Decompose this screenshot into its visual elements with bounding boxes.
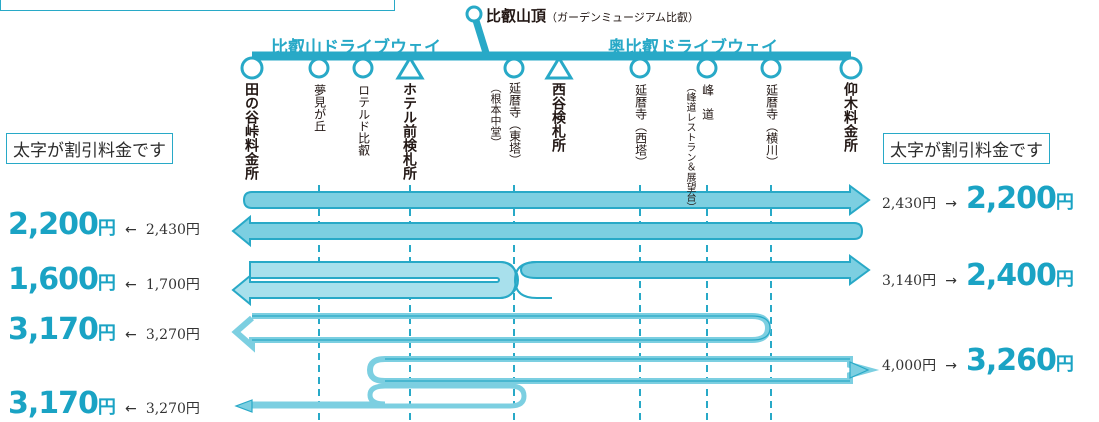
summit-label: 比叡山頂（ガーデンミュージアム比叡） <box>486 5 699 26</box>
station-sub-toto: （根本中堂） <box>489 82 502 148</box>
summit-name: 比叡山頂 <box>486 7 547 25</box>
fare-right-2: 3,140円 → 2,400円 <box>882 258 1074 293</box>
station-label-yumemigaoka: 夢見が丘 <box>312 84 327 132</box>
fare-arrow-4 <box>513 254 871 299</box>
arrow-left-icon: ← <box>125 277 137 293</box>
notice-left: 太字が割引料金です <box>6 133 173 164</box>
station-sub-minemichi: （峰道レストラン＆展望台） <box>684 82 695 212</box>
discount-fare: 3,260 <box>966 343 1057 378</box>
station-node <box>308 57 330 79</box>
station-label-hotel-checkpoint: ホテル前検札所 <box>401 82 417 180</box>
fare-left-4: 3,170円 ← 3,270円 <box>8 386 200 421</box>
summit-sub: （ガーデンミュージアム比叡） <box>546 11 700 24</box>
regular-fare: 2,430円 <box>145 222 200 238</box>
yen-unit: 円 <box>1055 192 1074 213</box>
discount-fare: 2,200 <box>966 181 1057 216</box>
checkpoint-node <box>544 55 574 80</box>
fare-arrow-6 <box>366 356 880 384</box>
regular-fare: 3,140円 <box>882 273 937 289</box>
station-node <box>839 56 863 80</box>
station-node <box>503 57 525 79</box>
yen-unit: 円 <box>1055 354 1074 375</box>
station-node <box>352 57 374 79</box>
arrow-left-icon: ← <box>125 401 137 417</box>
regular-fare: 1,700円 <box>145 277 200 293</box>
yen-unit: 円 <box>97 323 116 344</box>
station-label-nishidani: 西谷検札所 <box>550 82 566 152</box>
discount-fare: 2,400 <box>966 258 1057 293</box>
station-label-lhotel: ロテルド比叡 <box>356 84 371 156</box>
regular-fare: 2,430円 <box>882 196 937 212</box>
arrow-right-icon: → <box>945 196 957 212</box>
station-label-minemichi: 峰 道 <box>700 84 715 120</box>
fare-left-3: 3,170円 ← 3,270円 <box>8 312 200 347</box>
fare-right-3: 4,000円 → 3,260円 <box>882 343 1074 378</box>
discount-fare: 3,170 <box>8 312 99 347</box>
regular-fare: 4,000円 <box>882 358 937 374</box>
fare-arrow-2 <box>231 214 864 248</box>
station-label-toto: 延暦寺（東塔） <box>507 82 522 166</box>
station-node <box>760 57 782 79</box>
fare-right-1: 2,430円 → 2,200円 <box>882 181 1074 216</box>
arrow-right-icon: → <box>945 358 957 374</box>
fare-arrow-1 <box>242 184 871 216</box>
arrow-right-icon: → <box>945 273 957 289</box>
discount-fare: 3,170 <box>8 386 99 421</box>
yen-unit: 円 <box>97 218 116 239</box>
yen-unit: 円 <box>1055 269 1074 290</box>
summit-node <box>465 5 483 23</box>
fare-arrow-5 <box>231 313 772 353</box>
arrow-left-icon: ← <box>125 222 137 238</box>
fare-left-1: 2,200円 ← 2,430円 <box>8 207 200 242</box>
station-label-tanotani: 田の谷峠料金所 <box>243 82 259 180</box>
line-title-left: 比叡山ドライブウェイ <box>271 38 441 58</box>
yen-unit: 円 <box>97 273 116 294</box>
yen-unit: 円 <box>97 397 116 418</box>
route-line <box>240 5 863 80</box>
fare-arrow-3 <box>231 261 519 307</box>
regular-fare: 3,270円 <box>145 401 200 417</box>
station-label-ogi: 仰木料金所 <box>842 82 858 152</box>
station-node <box>240 56 264 80</box>
discount-fare: 1,600 <box>8 262 99 297</box>
station-label-yokawa: 延暦寺（横川） <box>764 84 779 168</box>
line-title-right: 奥比叡ドライブウェイ <box>608 38 778 58</box>
fare-arrow-7 <box>234 383 527 413</box>
arrow-left-icon: ← <box>125 327 137 343</box>
station-node <box>696 57 718 79</box>
notice-frame-top <box>0 0 395 11</box>
station-label-saito: 延暦寺（西塔） <box>633 84 648 168</box>
notice-right: 太字が割引料金です <box>883 133 1050 164</box>
station-node <box>629 57 651 79</box>
fare-left-2: 1,600円 ← 1,700円 <box>8 262 200 297</box>
discount-fare: 2,200 <box>8 207 99 242</box>
checkpoint-node <box>395 55 425 80</box>
regular-fare: 3,270円 <box>145 327 200 343</box>
